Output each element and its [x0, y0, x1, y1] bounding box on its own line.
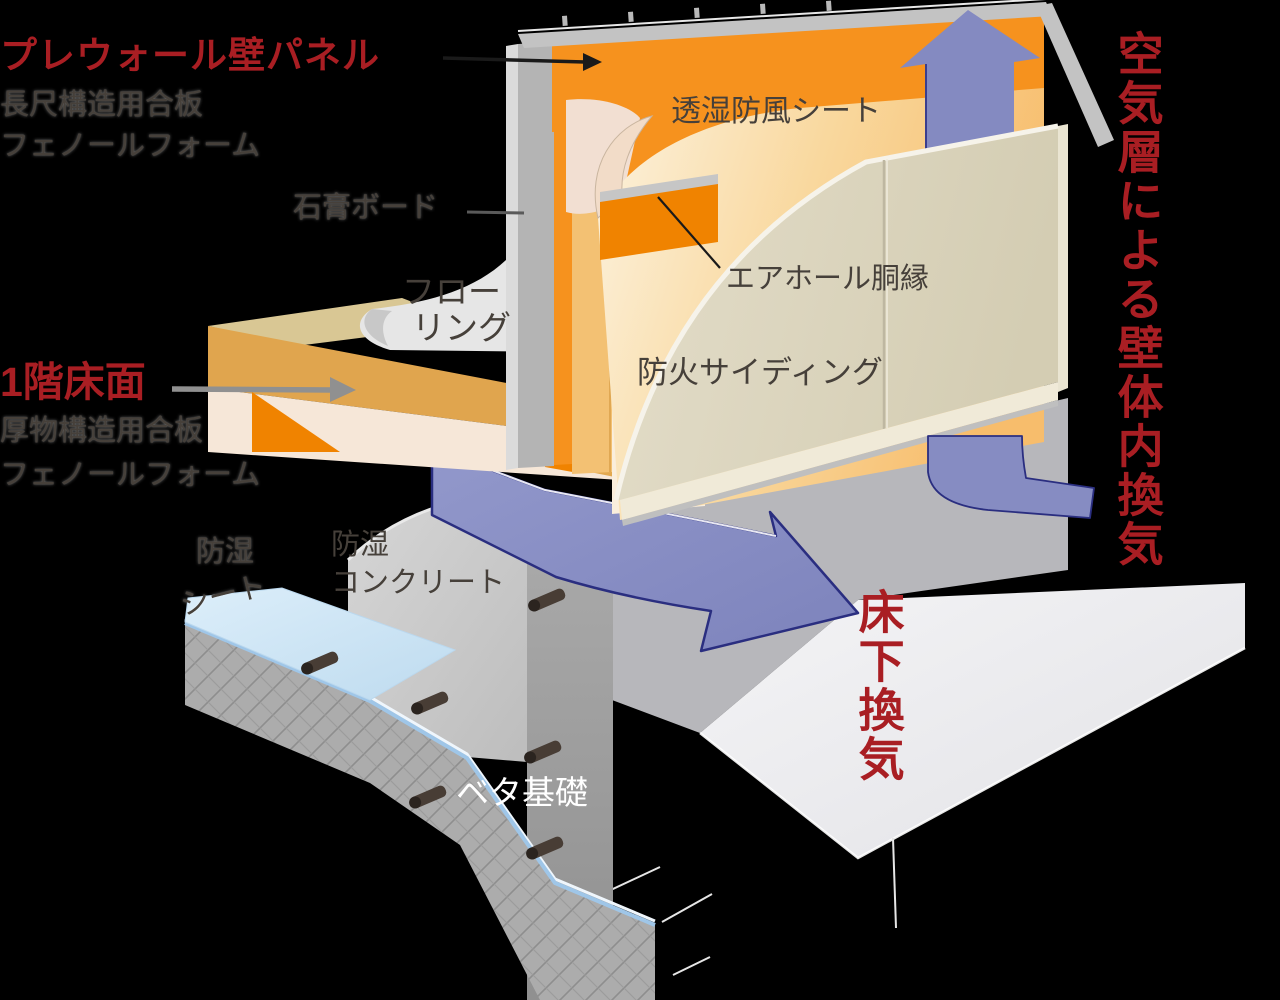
cap-ticks [561, 0, 832, 26]
siding-side-face [1058, 124, 1068, 392]
prewall-pointer-line [442, 56, 586, 64]
prewall-title: プレウォール壁パネル [0, 35, 380, 76]
underfloor-vent-label: 床下換気 [852, 588, 905, 784]
flooring-label-1: フロー [402, 273, 501, 310]
siding-panel [616, 126, 1058, 500]
gypsum-board [518, 42, 554, 468]
moisture-concrete-label-2: コンクリート [331, 567, 506, 599]
moisture-sheet-surface [184, 587, 457, 701]
prewall-sub2: フェノールフォーム [0, 130, 261, 162]
air-hole-batten-label: エアホール胴縁 [726, 263, 930, 295]
first-floor-sub2: フェノールフォーム [0, 459, 261, 491]
ground-surface [700, 583, 1245, 858]
wall-cavity-vent-label: 空気層による壁体内換気 [1111, 30, 1164, 569]
prewall-pointer-head [583, 53, 602, 71]
gypsum-pointer-line [466, 210, 525, 215]
prewall-sub1: 長尺構造用合板 [0, 89, 204, 121]
first-floor-sub1: 厚物構造用合板 [0, 415, 204, 447]
cap-diagonal [1036, 3, 1114, 147]
airhole-pointer-line [657, 196, 721, 269]
moisture-sheet-label-1: 防湿 [196, 536, 255, 568]
air-hole-batten [600, 184, 718, 260]
siding [613, 123, 1068, 526]
moisture-concrete-label-1: 防湿 [331, 529, 390, 561]
first-floor-title: 1階床面 [0, 359, 146, 405]
flooring-label-2: リング [412, 309, 511, 346]
stem-wall-left-face [348, 497, 527, 762]
windproof-sheet-label: 透湿防風シート [671, 95, 881, 128]
slab-foundation-label: ベタ基礎 [456, 774, 588, 811]
floor-pointer-head [330, 377, 356, 402]
wall-base-airflow-arrow [927, 435, 1095, 519]
air-hole-batten-cap [600, 174, 718, 204]
gypsum-board-edge [506, 44, 518, 470]
wall-top-cap [518, 2, 1052, 48]
fireproof-siding-label: 防火サイディング [637, 355, 883, 390]
floor-pointer-line [171, 386, 333, 393]
annotation-lines [171, 53, 721, 402]
foundation-hatched-section [185, 622, 655, 1000]
siding-bottom-trim [620, 382, 1058, 520]
foundation [184, 495, 656, 1000]
floor-foam-orange-wedge [252, 392, 340, 452]
gypsum-board-label: 石膏ボード [293, 192, 439, 224]
